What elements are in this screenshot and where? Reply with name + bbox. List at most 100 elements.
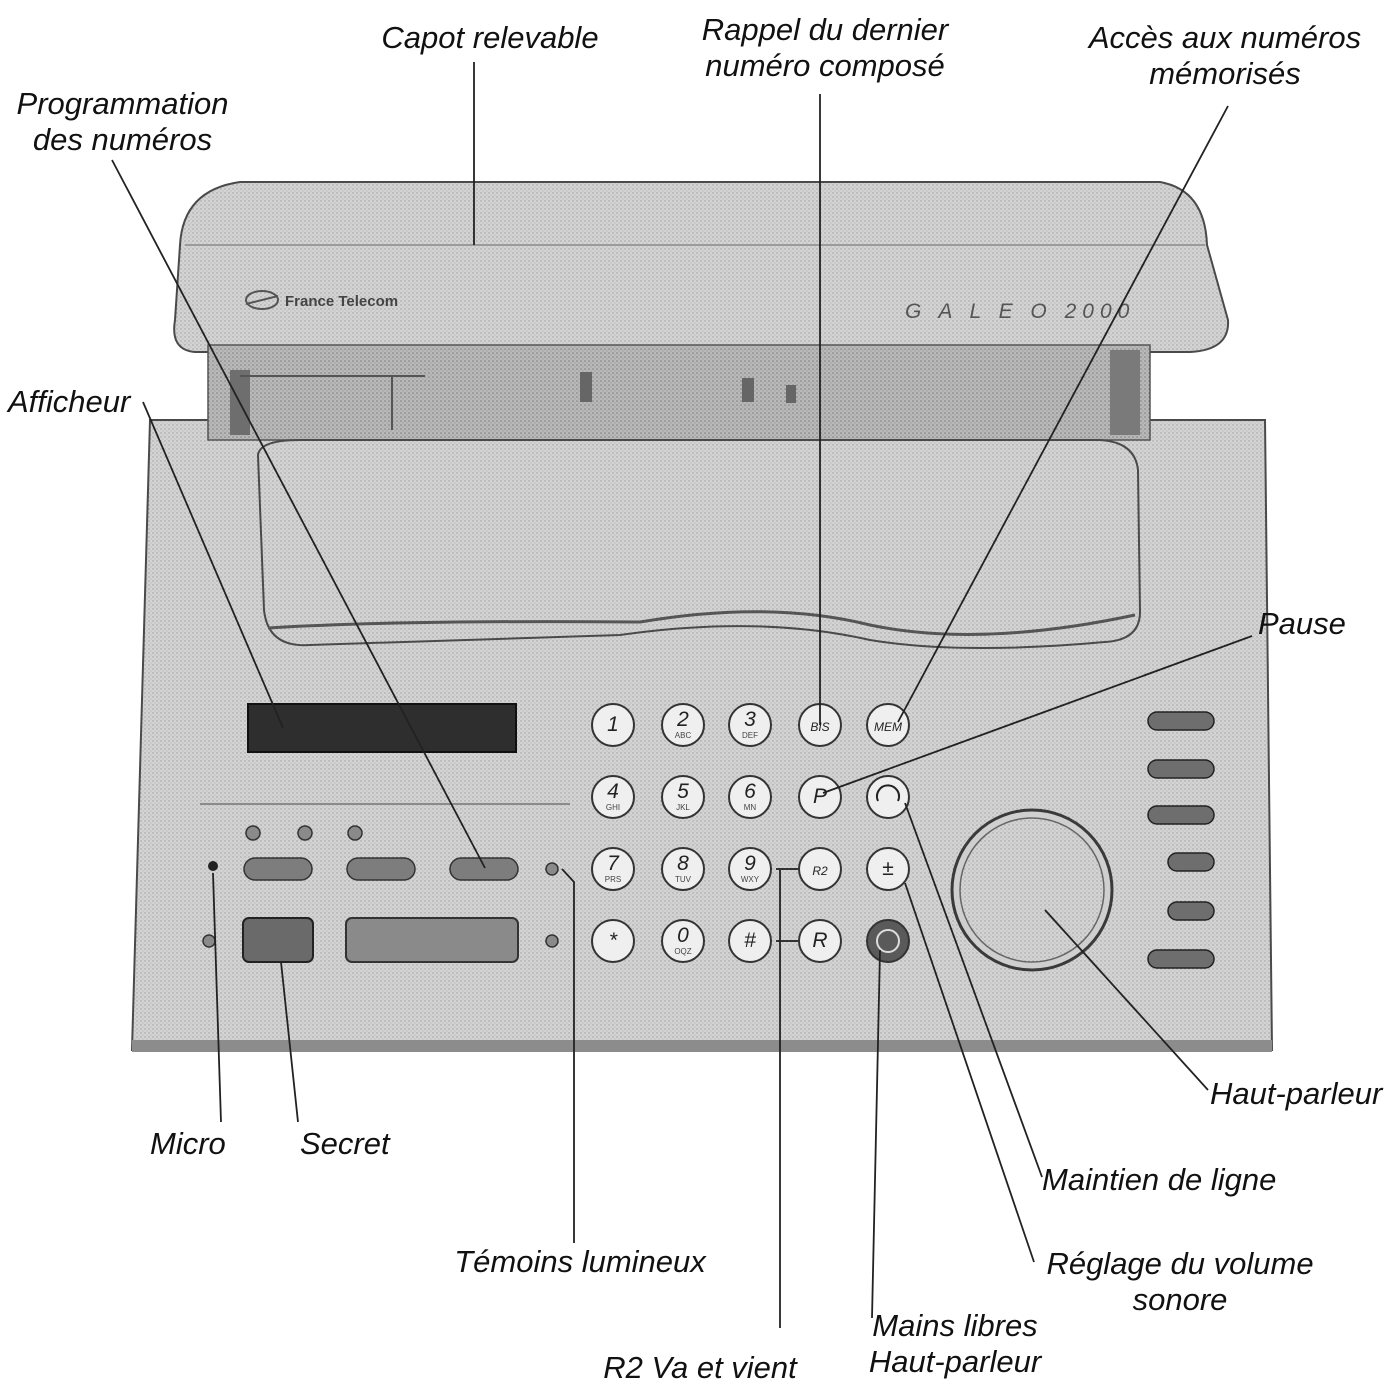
paper-clip-1: [580, 372, 592, 402]
label-temoins: Témoins lumineux: [430, 1244, 730, 1280]
key-label: 2: [676, 708, 689, 731]
leader-temoins: [561, 868, 575, 1243]
leader-lines: [111, 62, 1253, 1328]
key-face[interactable]: [866, 919, 910, 963]
label-r2-line1: R2 Va et vient: [603, 1350, 797, 1385]
key-face[interactable]: [866, 775, 910, 819]
key-letters: PRS: [605, 875, 621, 884]
leader-afficheur: [142, 401, 284, 729]
paper-guide-right: [1110, 350, 1140, 435]
keypad-key-19[interactable]: [866, 919, 910, 963]
france-telecom-logo: [245, 290, 279, 310]
paper-clip-3: [786, 385, 796, 403]
label-reglage-line2: sonore: [1132, 1282, 1228, 1317]
key-letters: MN: [744, 803, 757, 812]
key-face[interactable]: [591, 703, 635, 747]
label-afficheur: Afficheur: [8, 384, 130, 420]
keypad-key-14[interactable]: ±: [866, 847, 910, 891]
key-face[interactable]: [866, 847, 910, 891]
label-mains-libres: Mains libres Haut-parleur: [842, 1308, 1068, 1380]
key-label: P: [813, 785, 827, 808]
status-led-bottom-left: [202, 934, 216, 948]
function-button-1[interactable]: [243, 857, 313, 881]
key-face[interactable]: [798, 919, 842, 963]
label-programmation-line2: des numéros: [32, 122, 213, 157]
key-face[interactable]: [728, 919, 772, 963]
handset[interactable]: [256, 439, 1142, 650]
side-button-1[interactable]: [1147, 711, 1215, 731]
key-letters: GHI: [606, 803, 620, 812]
keypad-key-18[interactable]: R: [798, 919, 842, 963]
label-haut-parleur: Haut-parleur: [1210, 1076, 1382, 1112]
key-letters: TUV: [675, 875, 692, 884]
keypad-key-13[interactable]: R2: [798, 847, 842, 891]
label-reglage-line1: Réglage du volume: [1046, 1246, 1314, 1281]
key-face[interactable]: [798, 775, 842, 819]
status-led-bottom: [545, 934, 559, 948]
key-face[interactable]: [728, 775, 772, 819]
key-face[interactable]: [661, 919, 705, 963]
label-acces-line1: Accès aux numéros: [1088, 20, 1362, 55]
keypad-key-0[interactable]: 1: [591, 703, 635, 747]
key-face[interactable]: [728, 847, 772, 891]
paper-slot: [207, 344, 1151, 441]
key-letters: OQZ: [674, 947, 691, 956]
handset-shadow: [267, 610, 1136, 636]
label-capot-line1: Capot relevable: [381, 20, 599, 55]
key-label: R2: [812, 864, 828, 878]
status-led-top: [545, 862, 559, 876]
key-face[interactable]: [728, 703, 772, 747]
label-mains-libres-line2: Haut-parleur: [868, 1344, 1042, 1379]
keypad-key-4[interactable]: MEM: [866, 703, 910, 747]
key-letters: WXY: [741, 875, 760, 884]
key-face[interactable]: [661, 775, 705, 819]
key-label: 1: [607, 713, 619, 736]
indicator-led-1: [245, 825, 261, 841]
programming-button[interactable]: [449, 857, 519, 881]
label-rappel-line2: numéro composé: [705, 48, 945, 83]
side-button-2[interactable]: [1147, 759, 1215, 779]
liftable-cover[interactable]: [173, 181, 1230, 353]
wide-button[interactable]: [345, 917, 519, 963]
function-button-2[interactable]: [346, 857, 416, 881]
key-label: 7: [607, 852, 620, 875]
label-maintien: Maintien de ligne: [1042, 1162, 1276, 1198]
secret-button[interactable]: [242, 917, 314, 963]
key-face[interactable]: [661, 703, 705, 747]
key-label: 3: [744, 708, 756, 731]
keypad-key-7[interactable]: 6MN: [728, 775, 772, 819]
side-button-6[interactable]: [1147, 949, 1215, 969]
label-capot: Capot relevable: [360, 20, 620, 56]
keypad-key-9[interactable]: [866, 775, 910, 819]
side-button-3[interactable]: [1147, 805, 1215, 825]
key-letters: ABC: [675, 731, 692, 740]
label-afficheur-line1: Afficheur: [8, 384, 131, 419]
key-letters: JKL: [676, 803, 690, 812]
keypad-key-17[interactable]: #: [728, 919, 772, 963]
key-label: ±: [882, 857, 894, 880]
leader-acces: [897, 105, 1229, 723]
key-face[interactable]: [866, 703, 910, 747]
keypad-key-8[interactable]: P: [798, 775, 842, 819]
display-screen: [247, 703, 517, 753]
model-text: G A L E O 2000: [905, 300, 1135, 323]
key-face[interactable]: [591, 775, 635, 819]
key-face[interactable]: [591, 847, 635, 891]
key-face[interactable]: [661, 847, 705, 891]
key-label: 6: [744, 780, 756, 803]
side-button-4[interactable]: [1167, 852, 1215, 872]
key-face[interactable]: [591, 919, 635, 963]
key-face[interactable]: [798, 847, 842, 891]
side-button-5[interactable]: [1167, 901, 1215, 921]
keypad-key-15[interactable]: *: [591, 919, 635, 963]
label-pause: Pause: [1258, 606, 1346, 642]
key-label: 8: [677, 852, 689, 875]
